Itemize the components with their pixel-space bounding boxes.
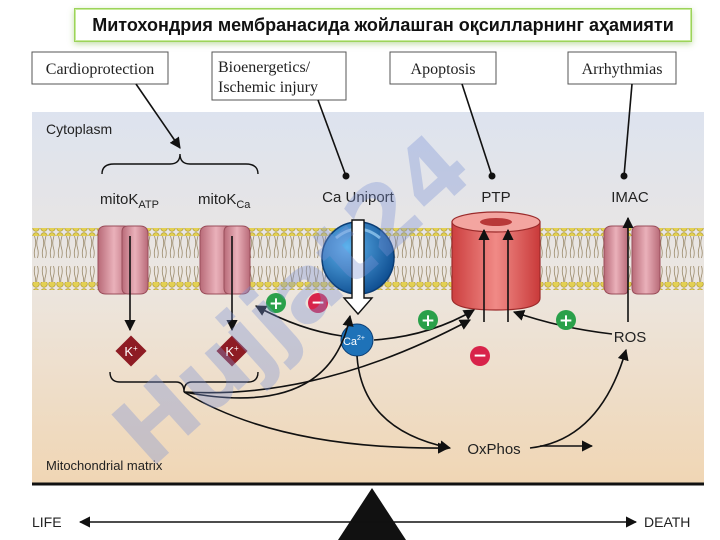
imac-label: IMAC [611,189,649,206]
bioenergetics-label-line1: Bioenergetics/ [218,59,311,76]
plus-sign-ros-ptp: + [556,310,576,331]
apoptosis-label: Apoptosis [411,61,476,78]
arrhythmias-box: Arrhythmias [567,51,677,85]
uniport-pointer-dot [342,172,350,180]
arrhythmias-label: Arrhythmias [582,61,663,78]
svg-text:−: − [311,293,325,313]
ptp-label: PTP [481,189,510,206]
apoptosis-box: Apoptosis [389,51,497,85]
mitokatp-label: mitoKATP [100,191,159,211]
matrix-label: Mitochondrial matrix [46,458,163,473]
k-ion-right: K+ [216,335,248,367]
channel-arrows [124,216,634,332]
mitokatp-channel [97,225,149,295]
cardioprotection-box: Cardioprotection [31,51,169,85]
life-label: LIFE [32,514,62,530]
pointer-lines [135,83,633,177]
ros-label: ROS [614,329,647,346]
life-death-scale: LIFE DEATH [32,488,690,540]
ptp-pointer-dot [488,172,496,180]
ca-influx-arrow [342,219,374,316]
mitokca-channel [199,225,251,295]
mitokca-label: mitoKCa [198,191,251,211]
ca-uniport-label: Ca Uniport [322,189,395,206]
minus-sign-ptp: − [470,346,490,366]
svg-text:Ca2+: Ca2+ [343,335,365,348]
oxphos-label: OxPhos [467,441,520,458]
plus-sign-ca-ptp: + [418,310,438,331]
regulation-arrows [183,305,629,454]
k-ion-left: K+ [115,335,147,367]
cardioprotection-label: Cardioprotection [46,61,154,78]
bioenergetics-label-line2: Ischemic injury [218,79,318,96]
minus-sign-uniport: − [308,293,328,313]
svg-text:−: − [473,346,487,366]
svg-text:K+: K+ [124,344,138,359]
top-brace [101,153,259,175]
imac-pointer-dot [620,172,628,180]
cytoplasm-label: Cytoplasm [46,121,112,137]
fulcrum-triangle [338,488,406,540]
svg-text:+: + [421,311,435,331]
svg-text:K+: K+ [225,344,239,359]
page-title: Митохондрия мембранасида жойлашган оқсил… [74,8,692,42]
imac-channel [603,225,661,295]
bioenergetics-box: Bioenergetics/ Ischemic injury [211,51,347,101]
plus-sign-mitok: + [266,293,286,314]
ptp-channel [451,211,541,311]
ca-ion: Ca2+ [340,323,374,357]
svg-text:+: + [269,294,283,314]
svg-text:+: + [559,311,573,331]
death-label: DEATH [644,514,690,530]
